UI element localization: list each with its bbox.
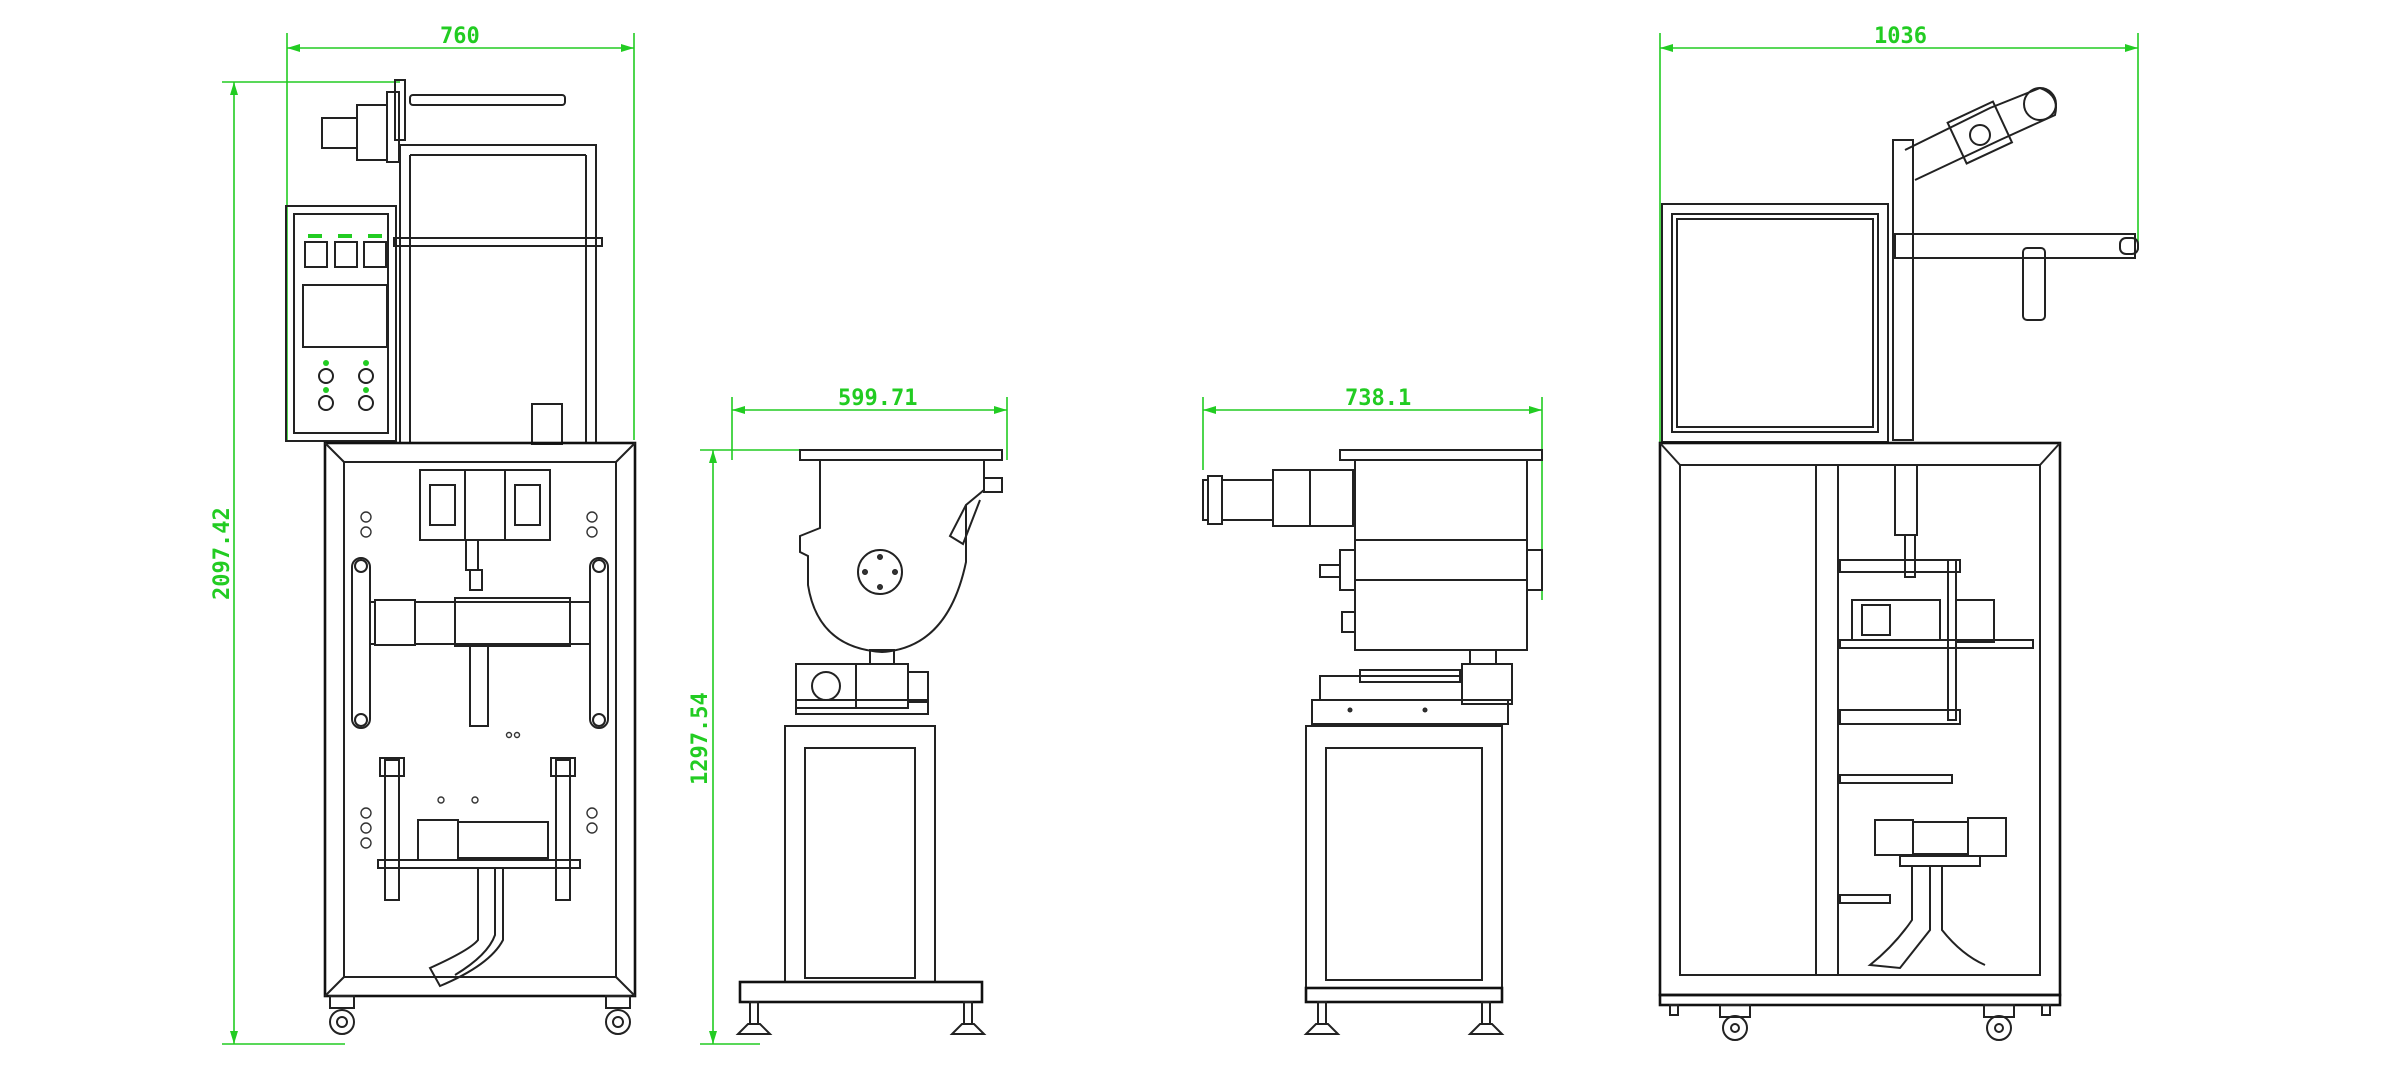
side-width-dimension: 1036	[1659, 24, 2139, 450]
side-width-label: 1036	[1874, 24, 1927, 49]
front-height-dimension: 2097.42	[210, 81, 400, 1045]
hopper-height-dimension: 1297.54	[688, 449, 800, 1045]
film-roll-frame	[321, 79, 603, 445]
control-panel	[285, 205, 397, 442]
front-width-label: 760	[440, 24, 480, 49]
hopper-width-dimension: 599.71	[731, 386, 1008, 460]
hopper-width-label: 599.71	[838, 386, 917, 411]
forming-assembly	[351, 469, 609, 729]
front-cabinet	[323, 441, 637, 998]
side-hopper-width-dimension: 738.1	[1202, 386, 1543, 600]
hopper-view-left: 599.71 1297.54	[688, 386, 1008, 1045]
hopper-view-right: 738.1	[1202, 386, 1543, 1035]
front-casters	[329, 995, 631, 1035]
front-view: 760 2097.42	[210, 24, 637, 1045]
cross-seal-assembly	[377, 731, 581, 988]
front-height-label: 2097.42	[210, 507, 235, 600]
side-hopper-width-label: 738.1	[1345, 386, 1411, 411]
side-view: 1036	[1658, 24, 2139, 1041]
hopper-height-label: 1297.54	[688, 692, 713, 785]
front-width-dimension: 760	[286, 24, 635, 440]
